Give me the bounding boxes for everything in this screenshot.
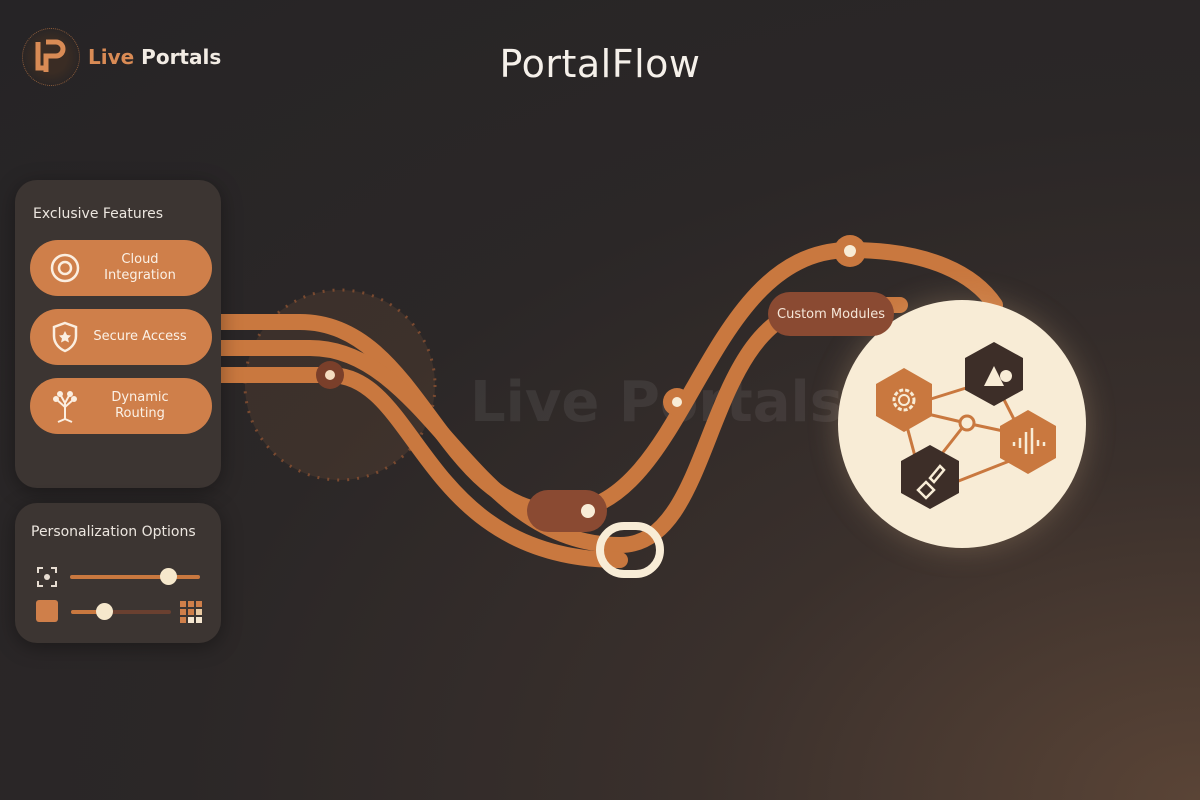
flow-path-2	[212, 297, 908, 554]
feature-label: Dynamic Routing	[111, 390, 169, 421]
brand-logo[interactable]: Live Portals	[22, 28, 221, 86]
solid-square-icon	[36, 600, 58, 622]
personalization-panel: Personalization Options	[15, 503, 221, 643]
cloud-swirl-icon	[40, 251, 90, 285]
custom-modules-label[interactable]: Custom Modules	[768, 292, 894, 336]
panel-title: Personalization Options	[31, 524, 196, 540]
flow-path-3	[212, 367, 628, 568]
shapes-icon[interactable]	[965, 342, 1023, 406]
texture-slider[interactable]	[71, 603, 171, 620]
modules-hub	[838, 300, 1086, 548]
page-title: PortalFlow	[499, 42, 701, 86]
slider-knob[interactable]	[159, 568, 177, 585]
slider-knob[interactable]	[96, 603, 113, 620]
watermark: Live Portals	[470, 370, 844, 435]
feature-label: Secure Access	[93, 329, 187, 344]
focus-frame-icon	[36, 566, 58, 592]
brand-name: Live Portals	[88, 45, 222, 69]
feature-dynamic-routing[interactable]: Dynamic Routing	[30, 378, 212, 434]
feature-label: Cloud Integration	[104, 252, 176, 283]
panel-title: Exclusive Features	[33, 206, 164, 222]
shield-star-icon	[40, 321, 90, 353]
flow-node-highlight	[596, 522, 664, 578]
pen-tool-icon[interactable]	[901, 445, 959, 509]
routing-tree-icon	[40, 389, 90, 423]
portal-glow	[243, 288, 437, 482]
focus-slider[interactable]	[70, 568, 200, 585]
feature-secure-access[interactable]: Secure Access	[30, 309, 212, 365]
waveform-icon[interactable]	[1000, 410, 1056, 474]
lp-logo-icon	[22, 28, 80, 86]
grid-icon	[180, 601, 202, 627]
feature-cloud-integration[interactable]: Cloud Integration	[30, 240, 212, 296]
exclusive-features-panel: Exclusive Features Cloud Integration Sec…	[15, 180, 221, 488]
gear-icon[interactable]	[876, 368, 932, 432]
flow-node	[527, 490, 607, 532]
